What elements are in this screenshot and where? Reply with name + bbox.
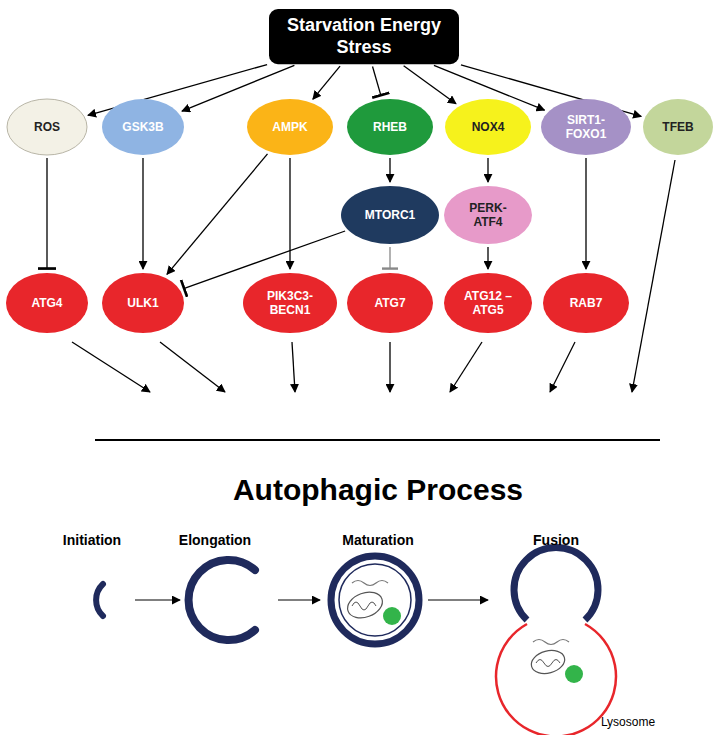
activation-connector xyxy=(585,158,586,269)
node-label: ATG4 xyxy=(18,296,77,310)
signal-ellipse: ULK1 xyxy=(101,272,185,334)
signal-ellipse: PERK-ATF4 xyxy=(443,185,533,245)
ellipse-outline xyxy=(102,99,184,155)
node-label: Starvation Energy Stress xyxy=(277,15,451,58)
fusion-figure xyxy=(496,548,616,735)
inhibition-connector xyxy=(373,67,381,96)
signal-ellipse: TFEB xyxy=(642,98,714,156)
node-shape xyxy=(340,185,440,245)
node-label: ATG7 xyxy=(359,296,421,310)
ellipse-outline xyxy=(341,186,439,244)
ellipse-outline xyxy=(243,273,337,333)
stage-label: Elongation xyxy=(179,532,251,548)
activation-connector xyxy=(182,65,294,111)
signal-ellipse: ATG12 –ATG5 xyxy=(443,272,533,334)
node-label: PIK3C3-BECN1 xyxy=(256,289,323,318)
signal-ellipse: PIK3C3-BECN1 xyxy=(242,272,338,334)
node-label: ULK1 xyxy=(114,296,173,310)
activation-connector xyxy=(167,154,268,274)
stage-arrow xyxy=(278,600,320,601)
ellipse-outline xyxy=(347,99,433,155)
signal-ellipse: ATG4 xyxy=(5,272,89,334)
node-label: RAB7 xyxy=(555,296,617,310)
node-shape xyxy=(6,98,88,156)
autophagosome xyxy=(331,556,419,644)
signal-ellipse: GSK3B xyxy=(101,98,185,156)
node-label: NOX4 xyxy=(457,120,519,134)
stage-arrow xyxy=(135,600,180,601)
node-label: GSK3B xyxy=(114,120,173,134)
node-shape xyxy=(443,272,533,334)
node-shape xyxy=(346,272,434,334)
divider-line xyxy=(95,439,660,441)
activation-connector xyxy=(434,65,545,110)
node-label: ROS xyxy=(18,120,75,134)
signal-ellipse: AMPK xyxy=(246,98,334,156)
stage-label: Initiation xyxy=(63,532,121,548)
phagophore xyxy=(96,584,103,616)
signal-ellipse: RHEB xyxy=(346,98,434,156)
signal-ellipse: ATG7 xyxy=(346,272,434,334)
stress-box: Starvation Energy Stress xyxy=(269,9,459,64)
node-shape xyxy=(542,272,630,334)
node-shape xyxy=(443,185,533,245)
ellipse-outline xyxy=(445,99,531,155)
stage-arrow xyxy=(428,600,488,601)
signal-ellipse: MTORC1 xyxy=(340,185,440,245)
signal-ellipse: RAB7 xyxy=(542,272,630,334)
node-label: PERK-ATF4 xyxy=(457,201,520,230)
node-shape xyxy=(269,9,459,64)
node-shape xyxy=(101,272,185,334)
ellipse-outline xyxy=(247,99,333,155)
signal-ellipse: NOX4 xyxy=(444,98,532,156)
activation-connector xyxy=(142,158,143,269)
ellipse-outline xyxy=(444,186,532,244)
node-label: SIRT1-FOXO1 xyxy=(554,113,618,142)
node-label: TFEB xyxy=(653,120,703,134)
ellipse-outline xyxy=(643,99,713,155)
ellipse-outline xyxy=(347,273,433,333)
node-shape xyxy=(246,98,334,156)
ellipse-outline xyxy=(444,273,532,333)
node-label: ATG12 –ATG5 xyxy=(457,289,520,318)
node-shape xyxy=(540,98,632,156)
node-shape xyxy=(242,272,338,334)
node-label: RHEB xyxy=(359,120,421,134)
node-shape xyxy=(444,98,532,156)
ellipse-outline xyxy=(102,273,184,333)
activation-connector xyxy=(389,158,390,182)
inhibition-connector xyxy=(46,158,47,269)
effector-arrows xyxy=(72,160,675,392)
ellipse-outline xyxy=(6,273,88,333)
activation-connector xyxy=(289,158,290,269)
ellipse-outline xyxy=(541,99,631,155)
activation-connector xyxy=(313,66,340,99)
signal-ellipse: SIRT1-FOXO1 xyxy=(540,98,632,156)
activation-connector xyxy=(487,247,488,269)
stage-label: Fusion xyxy=(533,532,579,548)
stage-label: Maturation xyxy=(342,532,414,548)
inhibition-connector xyxy=(389,247,390,269)
box-outline xyxy=(269,9,459,64)
activation-connector xyxy=(88,65,267,116)
node-shape xyxy=(642,98,714,156)
ellipse-outline xyxy=(7,99,87,155)
stage-label: Lysosome xyxy=(601,715,655,729)
node-label: AMPK xyxy=(259,120,321,134)
node-shape xyxy=(5,272,89,334)
activation-connector xyxy=(461,65,641,117)
section-heading: Autophagic Process xyxy=(233,473,523,507)
inhibition-connector xyxy=(184,231,345,289)
node-shape xyxy=(101,98,185,156)
node-label: MTORC1 xyxy=(355,208,425,222)
node-shape xyxy=(346,98,434,156)
signal-ellipse: ROS xyxy=(6,98,88,156)
elongating-membrane xyxy=(189,560,255,640)
ellipse-outline xyxy=(543,273,629,333)
activation-connector xyxy=(487,158,488,182)
